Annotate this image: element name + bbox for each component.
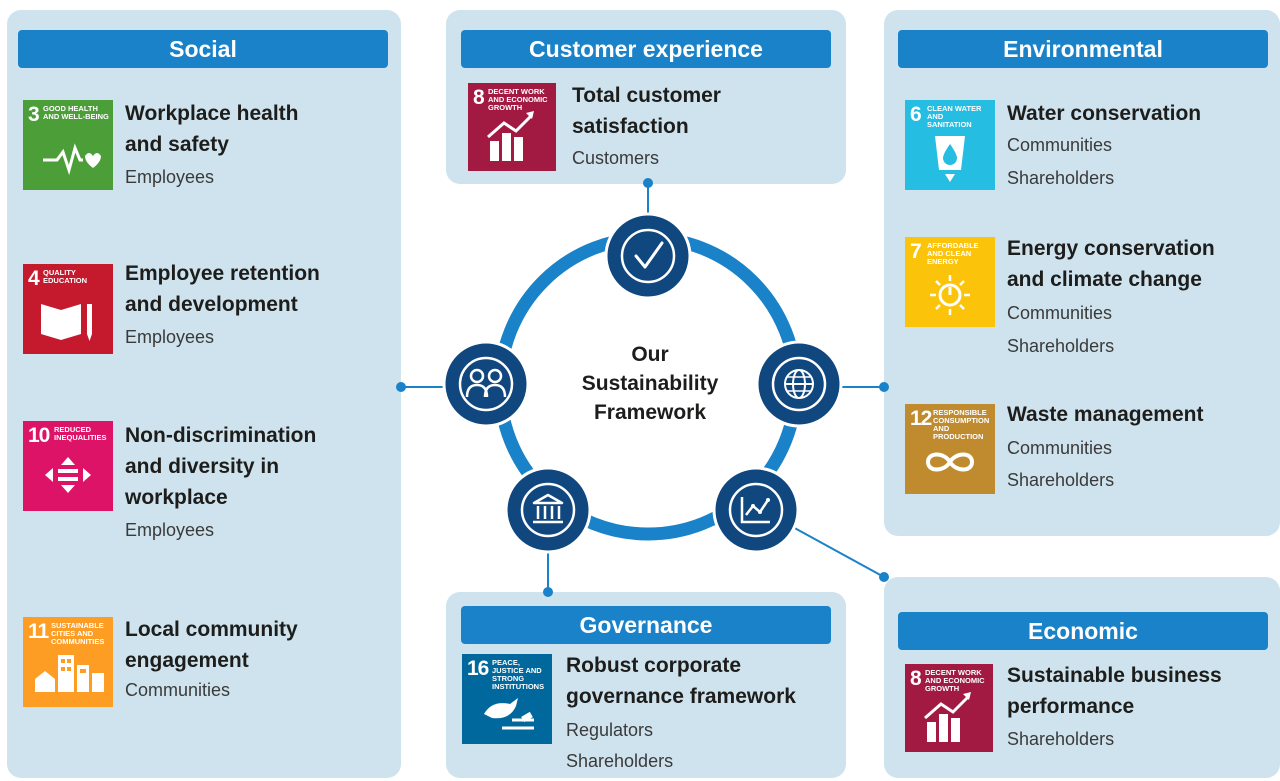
connector-dot-economic: [879, 572, 889, 582]
environmental-item-1-stakeholder-2: Shareholders: [1007, 168, 1115, 188]
social-item-2-stakeholder: Employees: [125, 327, 215, 347]
sdg12-responsible-consumption-icon: 12 RESPONSIBLE CONSUMPTION AND PRODUCTIO…: [905, 404, 995, 494]
sdg8-decent-work-icon: 8 DECENT WORK AND ECONOMIC GROWTH: [468, 83, 556, 171]
environmental-item-2-stakeholder-2: Shareholders: [1007, 336, 1115, 356]
governance-item-stakeholder-1: Regulators: [566, 720, 654, 740]
sdg11-sustainable-cities-icon: 11 SUSTAINABLE CITIES AND COMMUNITIES: [23, 617, 113, 707]
customer-header: Customer experience: [461, 30, 831, 68]
social-item-4-stakeholder: Communities: [125, 680, 231, 700]
sdg3-good-health-icon: 3 GOOD HEALTH AND WELL-BEING: [23, 100, 113, 190]
checkmark-node-icon: [604, 212, 692, 300]
framework-center-label: Our Sustainability Framework: [560, 340, 740, 427]
economic-item-stakeholder: Shareholders: [1007, 729, 1115, 749]
environmental-item-3-stakeholder-1: Communities: [1007, 438, 1113, 458]
governance-header: Governance: [461, 606, 831, 644]
sdg7-clean-energy-icon: 7 AFFORDABLE AND CLEAN ENERGY: [905, 237, 995, 327]
environmental-item-1-stakeholder-1: Communities: [1007, 135, 1113, 155]
globe-node-icon: [755, 340, 843, 428]
environmental-item-1-title: Water conservation: [1007, 102, 1202, 125]
sdg6-clean-water-icon: 6 CLEAN WATER AND SANITATION: [905, 100, 995, 190]
center-line-2: Sustainability: [581, 372, 719, 395]
environmental-item-3-title: Waste management: [1007, 403, 1204, 426]
environmental-item-2-stakeholder-1: Communities: [1007, 303, 1113, 323]
economic-header: Economic: [898, 612, 1268, 650]
sdg16-peace-justice-icon: 16 PEACE, JUSTICE AND STRONG INSTITUTION…: [462, 654, 552, 744]
social-item-3-stakeholder: Employees: [125, 520, 215, 540]
center-line-1: Our: [631, 343, 669, 366]
people-node-icon: [442, 340, 530, 428]
environmental-header: Environmental: [898, 30, 1268, 68]
environmental-item-3-stakeholder-2: Shareholders: [1007, 470, 1115, 490]
sdg10-reduced-inequalities-icon: 10 REDUCED INEQUALITIES: [23, 421, 113, 511]
connector-dot-social: [396, 382, 406, 392]
sdg8-decent-work-icon-economic: 8 DECENT WORK AND ECONOMIC GROWTH: [905, 664, 993, 752]
growth-node-icon: [712, 466, 800, 554]
customer-item-stakeholder: Customers: [572, 148, 660, 168]
connector-economic: [779, 519, 885, 578]
governance-item-stakeholder-2: Shareholders: [566, 751, 674, 771]
connector-dot-customer: [643, 178, 653, 188]
sdg4-quality-education-icon: 4 QUALITY EDUCATION: [23, 264, 113, 354]
social-item-1-stakeholder: Employees: [125, 167, 215, 187]
connector-dot-environmental: [879, 382, 889, 392]
center-line-3: Framework: [593, 401, 707, 424]
connector-dot-governance: [543, 587, 553, 597]
social-header: Social: [18, 30, 388, 68]
institution-node-icon: [504, 466, 592, 554]
